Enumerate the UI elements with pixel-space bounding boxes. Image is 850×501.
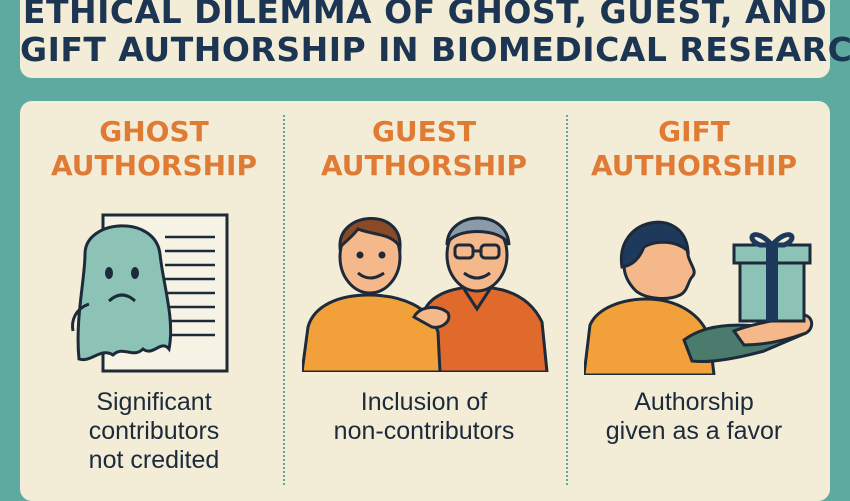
title-banner: ETHICAL DILEMMA OF GHOST, GUEST, AND GIF… — [20, 0, 850, 78]
guest-authorship-description: Inclusion of non-contributors — [333, 388, 515, 445]
gift-authorship-heading: GIFT AUTHORSHIP — [591, 115, 797, 182]
gift-giver-icon — [584, 220, 814, 375]
column-divider — [283, 115, 285, 485]
ghost-authorship-description: Significant contributors not credited — [88, 388, 220, 474]
page-title-line-2: GIFT AUTHORSHIP IN BIOMEDICAL RESEARCH — [20, 30, 850, 69]
guest-authorship-column: GUEST AUTHORSHIP Inclusion o — [290, 101, 558, 501]
two-people-icon — [302, 216, 549, 372]
gift-authorship-column: GIFT AUTHORSHIP Authorship given as a fa… — [560, 101, 828, 501]
gift-authorship-description: Authorship given as a favor — [605, 388, 783, 445]
guest-authorship-heading: GUEST AUTHORSHIP — [321, 115, 527, 182]
ghost-authorship-heading: GHOST AUTHORSHIP — [51, 115, 257, 182]
content-panel: GHOST AUTHORSHIP Significant contributor… — [20, 101, 830, 501]
ghost-document-icon — [71, 213, 229, 373]
column-divider — [566, 115, 568, 485]
ghost-authorship-column: GHOST AUTHORSHIP Significant contributor… — [20, 101, 288, 501]
page-title-line-1: ETHICAL DILEMMA OF GHOST, GUEST, AND — [22, 0, 828, 31]
